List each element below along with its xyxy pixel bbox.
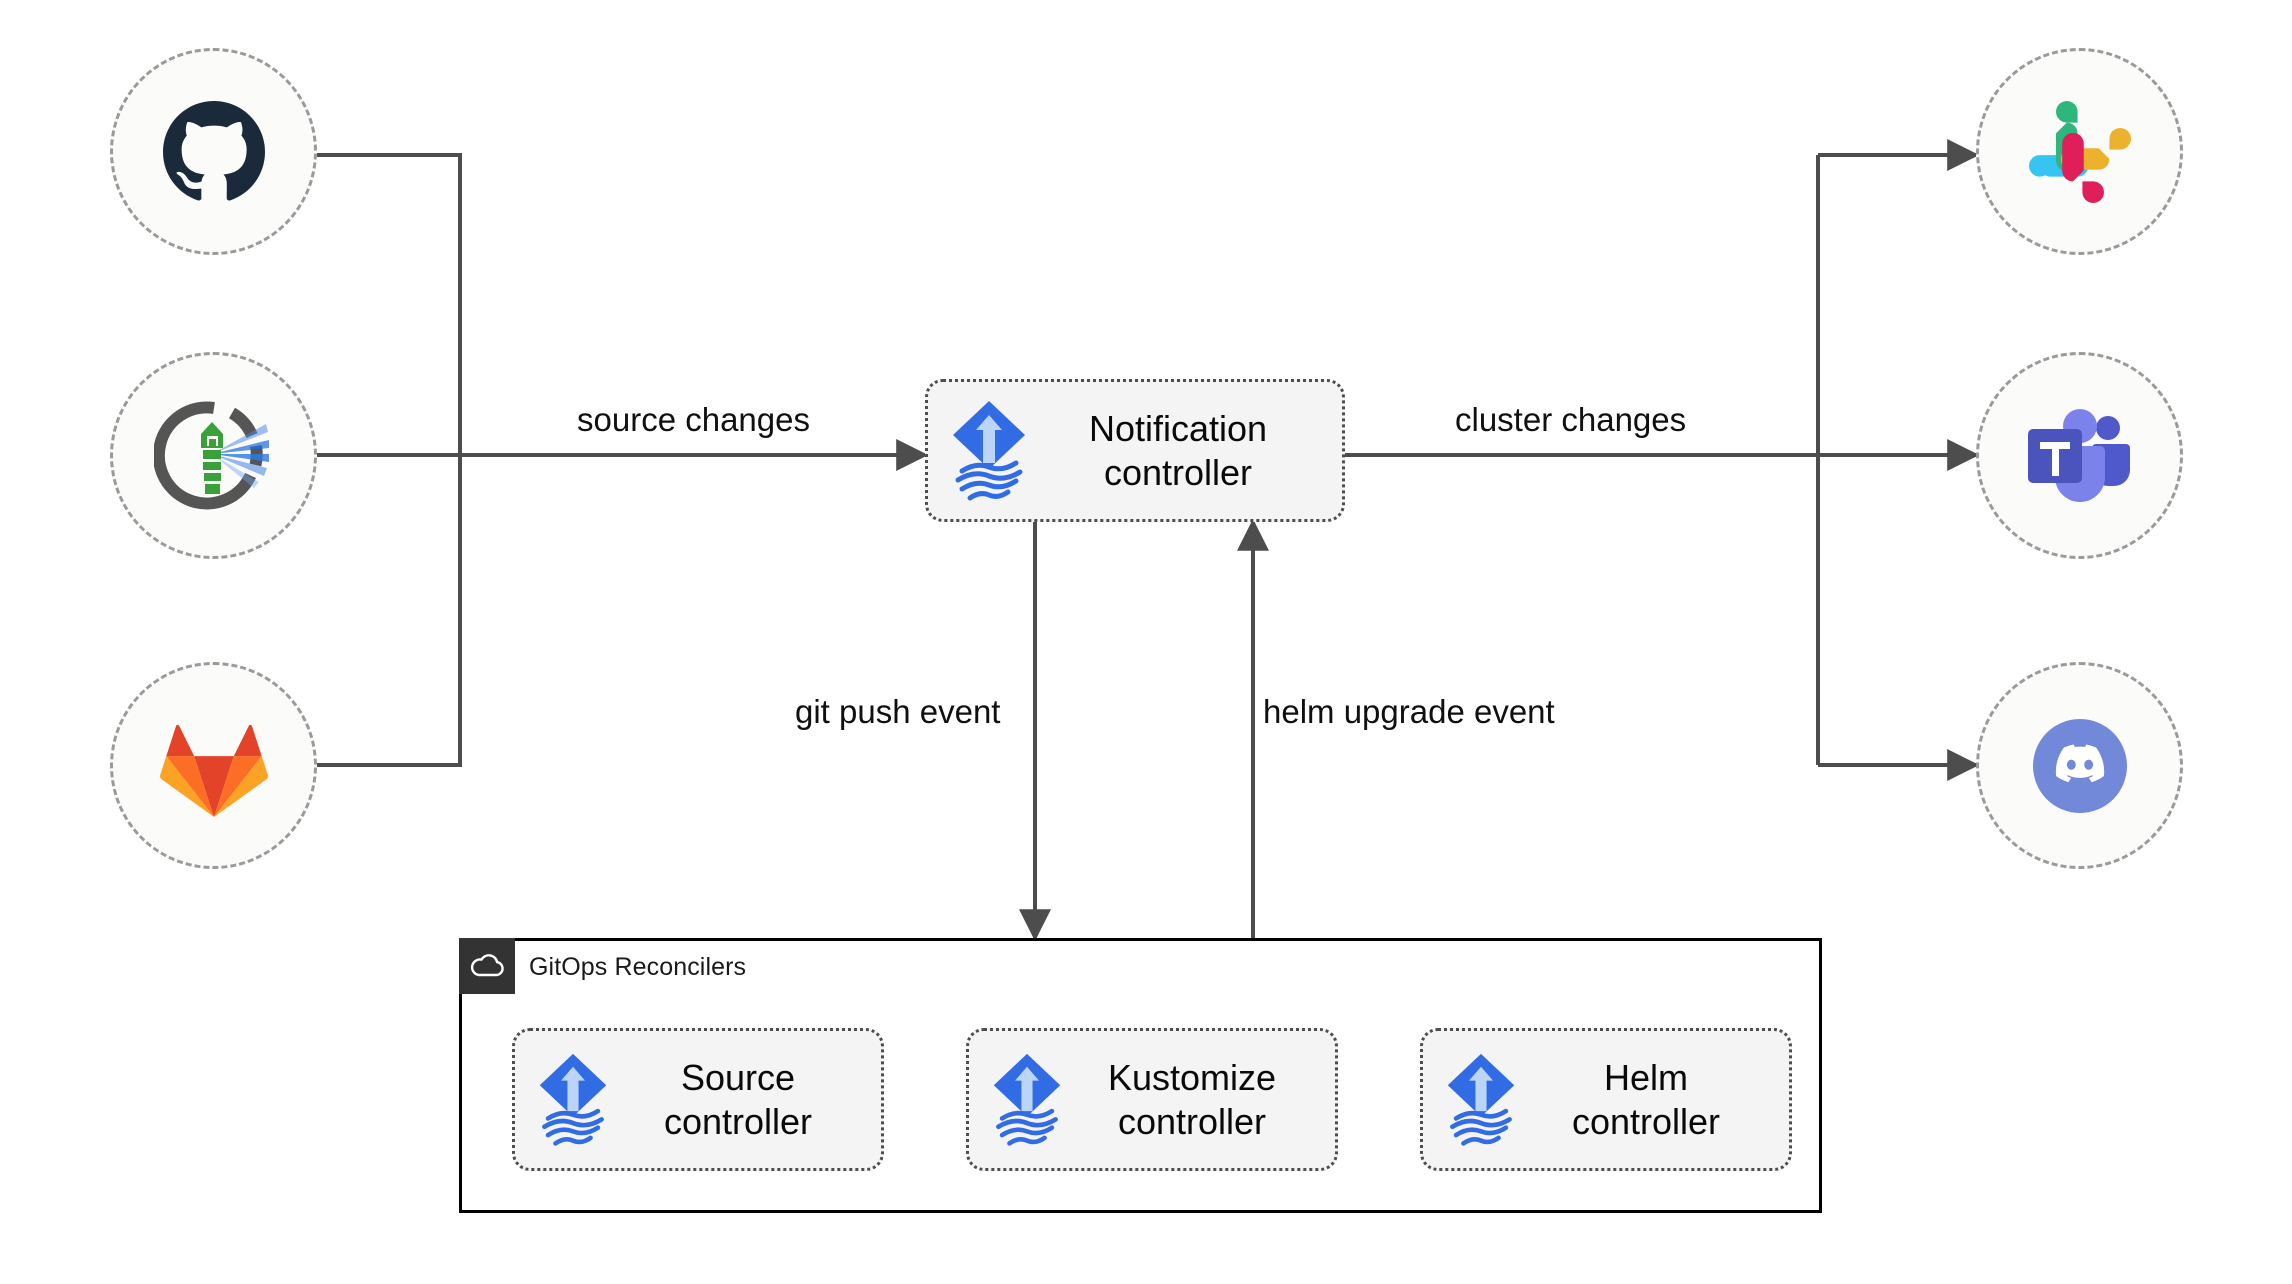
flux-icon (539, 1053, 607, 1146)
destination-node-teams[interactable] (1976, 352, 2183, 559)
cloud-icon (459, 938, 515, 994)
kustomize-controller-label: Kustomize controller (1107, 1056, 1277, 1142)
discord-icon (2032, 718, 2127, 813)
helm-controller-label: Helm controller (1571, 1056, 1721, 1142)
edge-label-git-push-event: git push event (795, 693, 1001, 730)
gitops-reconcilers-title: GitOps Reconcilers (529, 953, 747, 981)
edge-label-cluster-changes: cluster changes (1455, 401, 1687, 438)
source-controller-label: Source controller (663, 1056, 813, 1142)
notification-controller-label: Notification controller (1088, 407, 1268, 493)
destination-node-slack[interactable] (1976, 48, 2183, 255)
gitlab-icon (159, 724, 268, 817)
helm-controller-box[interactable]: Helm controller (1420, 1028, 1792, 1171)
source-node-github[interactable] (110, 48, 317, 255)
github-icon (162, 100, 265, 200)
flux-icon (953, 400, 1025, 500)
flux-icon (1447, 1053, 1515, 1146)
edge-github-to-trunk (317, 153, 462, 455)
notification-controller-box[interactable]: Notification controller (925, 379, 1345, 522)
kustomize-controller-box[interactable]: Kustomize controller (966, 1028, 1338, 1171)
flux-icon (993, 1053, 1061, 1146)
slack-icon (2028, 100, 2131, 203)
teams-icon (2027, 408, 2130, 502)
edge-gitlab-to-trunk (317, 455, 462, 767)
edge-label-source-changes: source changes (577, 401, 810, 438)
source-node-gitlab[interactable] (110, 662, 317, 869)
source-node-flagger[interactable] (110, 352, 317, 559)
source-controller-box[interactable]: Source controller (512, 1028, 884, 1171)
destination-node-discord[interactable] (1976, 662, 2183, 869)
edge-label-helm-upgrade-event: helm upgrade event (1263, 693, 1555, 730)
flagger-icon (153, 400, 269, 509)
